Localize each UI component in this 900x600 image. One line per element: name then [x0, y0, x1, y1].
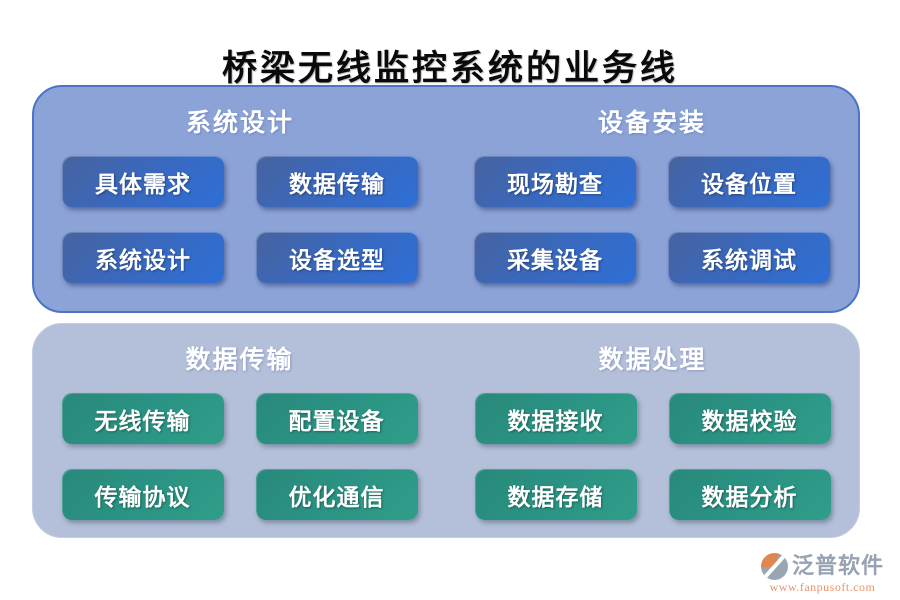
task-button: 数据存储: [474, 469, 637, 520]
task-button: 系统调试: [668, 232, 830, 283]
task-button: 数据校验: [668, 393, 831, 444]
task-button: 无线传输: [61, 393, 224, 444]
task-button: 数据分析: [668, 469, 831, 520]
group-header: 系统设计: [185, 110, 294, 137]
phase-panel-design-install: 系统设计 具体需求 数据传输 系统设计 设备选型 设备安装 现场勘查 设备位置 …: [32, 85, 860, 313]
group-data-processing: 数据处理 数据接收 数据校验 数据存储 数据分析: [446, 324, 859, 537]
group-header: 数据处理: [598, 347, 707, 374]
task-button: 设备位置: [668, 156, 830, 207]
button-grid: 数据接收 数据校验 数据存储 数据分析: [474, 393, 831, 520]
task-button: 优化通信: [255, 469, 418, 520]
task-button: 采集设备: [474, 232, 636, 283]
task-button: 现场勘查: [474, 156, 636, 207]
task-button: 设备选型: [256, 232, 418, 283]
group-data-transmission: 数据传输 无线传输 配置设备 传输协议 优化通信: [33, 324, 446, 537]
group-system-design: 系统设计 具体需求 数据传输 系统设计 设备选型: [34, 87, 446, 311]
page-title: 桥梁无线监控系统的业务线: [221, 49, 678, 88]
group-header: 设备安装: [597, 110, 706, 137]
button-grid: 现场勘查 设备位置 采集设备 系统调试: [474, 156, 830, 283]
task-button: 配置设备: [255, 393, 418, 444]
task-button: 数据传输: [256, 156, 418, 207]
task-button: 具体需求: [62, 156, 224, 207]
phase-panel-transmit-process: 数据传输 无线传输 配置设备 传输协议 优化通信 数据处理 数据接收 数据校验 …: [32, 323, 860, 538]
brand-watermark: 泛普软件 www.fanpusoft.com: [760, 552, 884, 594]
brand-url: www.fanpusoft.com: [769, 579, 876, 594]
brand-logo-icon: [760, 552, 788, 580]
group-device-install: 设备安装 现场勘查 设备位置 采集设备 系统调试: [446, 87, 858, 311]
button-grid: 具体需求 数据传输 系统设计 设备选型: [62, 156, 418, 283]
button-grid: 无线传输 配置设备 传输协议 优化通信: [61, 393, 418, 520]
brand-name: 泛普软件: [791, 553, 884, 579]
task-button: 传输协议: [61, 469, 224, 520]
task-button: 数据接收: [474, 393, 637, 444]
group-header: 数据传输: [185, 347, 294, 374]
task-button: 系统设计: [62, 232, 224, 283]
